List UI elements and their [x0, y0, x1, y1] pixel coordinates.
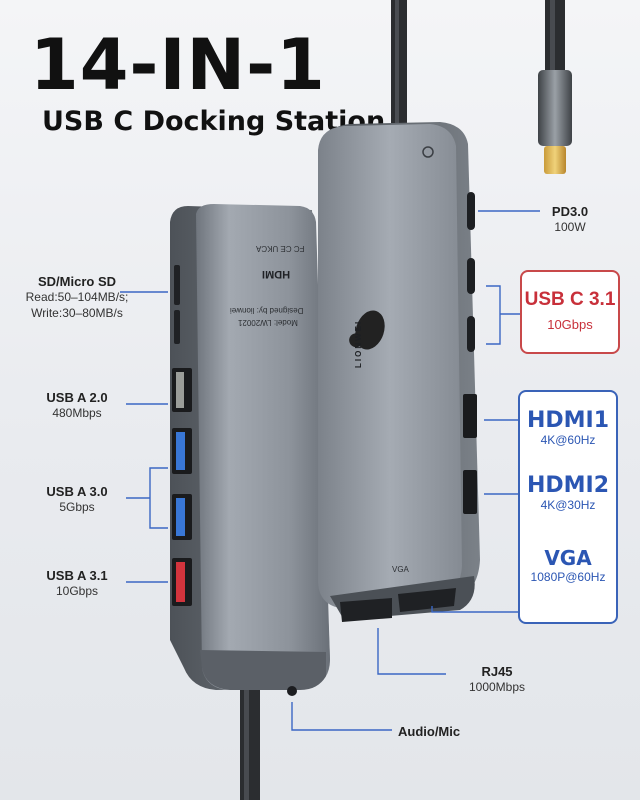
hdmi1-port — [463, 394, 477, 438]
usb30-title: USB A 3.0 — [46, 484, 108, 499]
vga-spec: 1080P@60Hz — [530, 570, 606, 584]
usb-a-3-0-port-1 — [172, 428, 192, 474]
power-icon — [422, 146, 434, 158]
lionwei-logo — [349, 310, 385, 350]
headline: 14-IN-1 — [30, 24, 326, 106]
designer-print: Designed by: lionwei — [230, 306, 304, 315]
pd-power: 100W — [554, 220, 586, 234]
usb20-label: USB A 2.0 480Mbps — [32, 390, 122, 421]
hdmi1-spec: 4K@60Hz — [540, 433, 596, 447]
cert-marks-print: FC CE UKCA — [256, 244, 305, 253]
hdmi2-title: HDMI2 — [526, 473, 610, 498]
pd-label: PD3.0 100W — [540, 204, 600, 235]
audio-mic-label: Audio/Mic — [398, 724, 461, 739]
vga-port-print: VGA — [392, 565, 409, 574]
pd-title: PD3.0 — [551, 204, 589, 219]
usb31-label: USB A 3.1 10Gbps — [32, 568, 122, 599]
usb-c-cable — [538, 0, 572, 174]
rj45-port — [340, 598, 392, 622]
rj45-speed: 1000Mbps — [468, 680, 526, 694]
usb30-label: USB A 3.0 5Gbps — [32, 484, 122, 515]
usb31-speed: 10Gbps — [55, 584, 99, 598]
usb-a-3-1-port — [172, 558, 192, 606]
usb20-title: USB A 2.0 — [46, 390, 108, 405]
usbc-title: USB C 3.1 — [524, 289, 616, 310]
sd-read-speed: Read:50–104MB/s; — [25, 290, 129, 304]
usb-a-2-port — [172, 368, 192, 412]
rj45-title: RJ45 — [481, 664, 513, 679]
right-hub-body — [318, 122, 480, 622]
sd-card-slots — [174, 265, 180, 344]
hdmi1-title: HDMI1 — [526, 408, 610, 433]
usbc-speed: 10Gbps — [547, 317, 593, 332]
rj45-label: RJ45 1000Mbps — [452, 664, 542, 695]
usb30-speed: 5Gbps — [59, 500, 95, 514]
usb31-title: USB A 3.1 — [46, 568, 108, 583]
vga-title: VGA — [544, 546, 592, 570]
brand-print: LIONWEI — [354, 319, 363, 368]
left-hub-body — [170, 204, 330, 696]
sd-title: SD/Micro SD — [37, 274, 116, 289]
usb-c-port-1 — [467, 258, 475, 294]
usb-a-3-0-port-2 — [172, 494, 192, 540]
display-callout-box: HDMI1 4K@60Hz HDMI2 4K@30Hz VGA 1080P@60… — [518, 390, 618, 624]
callout-lines — [120, 210, 540, 731]
vga-port — [398, 588, 456, 612]
usb-c-port-2 — [467, 316, 475, 352]
usbc-callout-box: USB C 3.1 10Gbps — [520, 270, 620, 354]
usb20-speed: 480Mbps — [52, 406, 102, 420]
hub-cable — [391, 0, 407, 128]
sd-label: SD/Micro SD Read:50–104MB/s; Write:30–80… — [22, 274, 132, 321]
hdmi2-spec: 4K@30Hz — [540, 498, 596, 512]
model-print: Model: LW20021 — [238, 318, 298, 327]
hdmi2-port — [463, 470, 477, 514]
pd-usb-c-port — [467, 192, 475, 230]
hdmi-logo-print: HDMI — [262, 268, 291, 280]
sd-write-speed: Write:30–80MB/s — [31, 306, 123, 321]
